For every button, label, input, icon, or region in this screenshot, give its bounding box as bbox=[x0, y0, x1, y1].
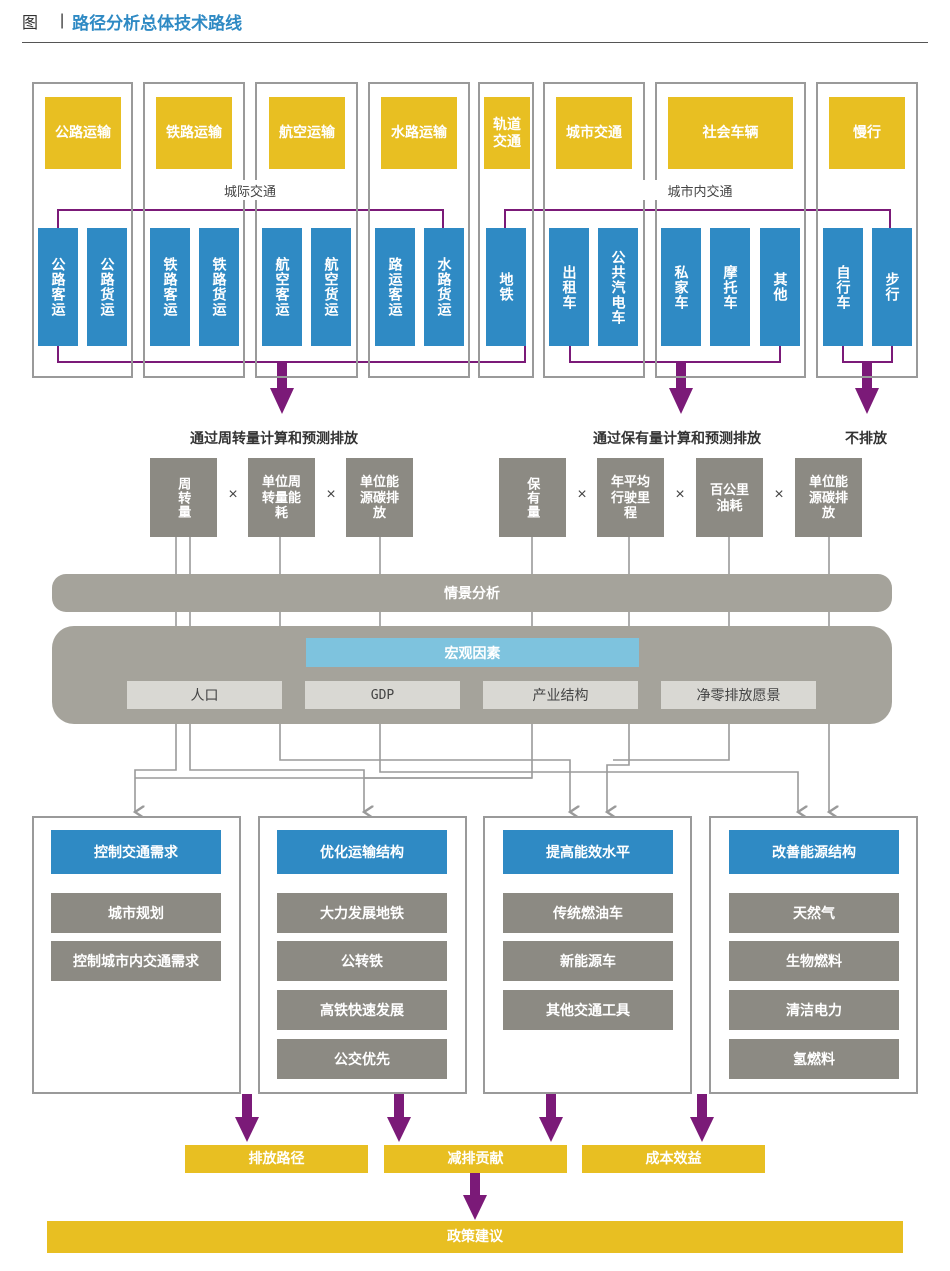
factor-carbon-per-energy-right: 单位能源碳排放 bbox=[795, 458, 862, 537]
macro-net-zero-vision: 净零排放愿景 bbox=[661, 681, 816, 709]
sub-motorcycle: 摩托车 bbox=[710, 228, 750, 346]
frame-water bbox=[368, 82, 470, 378]
mode-air: 航空运输 bbox=[269, 97, 345, 169]
sub-road-freight: 公路货运 bbox=[87, 228, 127, 346]
figure-title: 路径分析总体技术路线 bbox=[72, 13, 243, 33]
scenario-analysis-band: 情景分析 bbox=[52, 574, 892, 612]
no-emission-label: 不排放 bbox=[845, 430, 887, 446]
strategy-efficiency-item-3: 其他交通工具 bbox=[503, 990, 673, 1030]
times-sign-1: × bbox=[228, 486, 238, 503]
mode-urban-transit: 城市交通 bbox=[556, 97, 632, 169]
sub-water-freight: 水路货运 bbox=[424, 228, 464, 346]
strategy-energy-title: 改善能源结构 bbox=[729, 830, 899, 874]
mode-rail-transit: 轨道交通 bbox=[484, 97, 530, 169]
policy-recommendations: 政策建议 bbox=[47, 1221, 903, 1253]
frame-road bbox=[32, 82, 133, 378]
strategy-structure-item-4: 公交优先 bbox=[277, 1039, 447, 1079]
times-sign-4: × bbox=[675, 486, 685, 503]
times-sign-3: × bbox=[577, 486, 587, 503]
macro-factors-title: 宏观因素 bbox=[306, 638, 639, 667]
strategy-energy-item-3: 清洁电力 bbox=[729, 990, 899, 1030]
strategy-demand-item-2: 控制城市内交通需求 bbox=[51, 941, 221, 981]
strategy-structure-title: 优化运输结构 bbox=[277, 830, 447, 874]
strategy-energy-item-2: 生物燃料 bbox=[729, 941, 899, 981]
strategy-demand-item-1: 城市规划 bbox=[51, 893, 221, 933]
strategy-demand-title: 控制交通需求 bbox=[51, 830, 221, 874]
factor-annual-mileage: 年平均行驶里程 bbox=[597, 458, 664, 537]
factor-stock-text: 保有量 bbox=[525, 476, 541, 519]
sub-bus: 公共汽电车 bbox=[598, 228, 638, 346]
sub-private-car: 私家车 bbox=[661, 228, 701, 346]
factor-fuel-per-100km: 百公里油耗 bbox=[696, 458, 763, 537]
strategy-efficiency-item-1: 传统燃油车 bbox=[503, 893, 673, 933]
sub-other: 其他 bbox=[760, 228, 800, 346]
strategy-efficiency-title: 提高能效水平 bbox=[503, 830, 673, 874]
strategy-efficiency-item-2: 新能源车 bbox=[503, 941, 673, 981]
strategy-structure-item-2: 公转铁 bbox=[277, 941, 447, 981]
sub-water-passenger: 路运客运 bbox=[375, 228, 415, 346]
mode-rail: 铁路运输 bbox=[156, 97, 232, 169]
sub-walking: 步行 bbox=[872, 228, 912, 346]
times-sign-5: × bbox=[774, 486, 784, 503]
sub-rail-passenger: 铁路客运 bbox=[150, 228, 190, 346]
factor-energy-per-turnover: 单位周转量能耗 bbox=[248, 458, 315, 537]
output-emission-path: 排放路径 bbox=[185, 1145, 368, 1173]
frame-rail bbox=[143, 82, 245, 378]
sub-bicycle: 自行车 bbox=[823, 228, 863, 346]
strategy-structure-item-3: 高铁快速发展 bbox=[277, 990, 447, 1030]
figure-header: 图 | 路径分析总体技术路线 bbox=[22, 8, 242, 34]
factor-stock: 保有量 bbox=[499, 458, 566, 537]
sub-air-freight: 航空货运 bbox=[311, 228, 351, 346]
sub-rail-freight: 铁路货运 bbox=[199, 228, 239, 346]
factor-turnover-text: 周转量 bbox=[176, 476, 192, 519]
sub-air-passenger: 航空客运 bbox=[262, 228, 302, 346]
macro-industry-structure: 产业结构 bbox=[483, 681, 638, 709]
macro-population: 人口 bbox=[127, 681, 282, 709]
macro-gdp: GDP bbox=[305, 681, 460, 709]
mode-social-vehicles: 社会车辆 bbox=[668, 97, 793, 169]
output-cost-benefit: 成本效益 bbox=[582, 1145, 765, 1173]
figure-label: 图 bbox=[22, 15, 39, 32]
frame-private-vehicles bbox=[655, 82, 806, 378]
strategy-structure-item-1: 大力发展地铁 bbox=[277, 893, 447, 933]
intercity-label: 城际交通 bbox=[190, 180, 310, 200]
urban-label: 城市内交通 bbox=[640, 180, 760, 200]
output-reduction-contribution: 减排贡献 bbox=[384, 1145, 567, 1173]
frame-urban-transit bbox=[543, 82, 645, 378]
mode-slow: 慢行 bbox=[829, 97, 905, 169]
frame-air bbox=[255, 82, 358, 378]
factor-turnover: 周转量 bbox=[150, 458, 217, 537]
mode-road: 公路运输 bbox=[45, 97, 121, 169]
sub-metro: 地铁 bbox=[486, 228, 526, 346]
turnover-method-label: 通过周转量计算和预测排放 bbox=[190, 430, 358, 446]
stock-method-label: 通过保有量计算和预测排放 bbox=[593, 430, 761, 446]
frame-metro bbox=[478, 82, 534, 378]
factor-carbon-per-energy-left: 单位能源碳排放 bbox=[346, 458, 413, 537]
sub-road-passenger: 公路客运 bbox=[38, 228, 78, 346]
strategy-energy-item-4: 氢燃料 bbox=[729, 1039, 899, 1079]
frame-slow bbox=[816, 82, 918, 378]
title-separator: | bbox=[60, 12, 65, 29]
header-rule bbox=[22, 42, 928, 43]
sub-taxi: 出租车 bbox=[549, 228, 589, 346]
strategy-energy-item-1: 天然气 bbox=[729, 893, 899, 933]
mode-water: 水路运输 bbox=[381, 97, 457, 169]
times-sign-2: × bbox=[326, 486, 336, 503]
